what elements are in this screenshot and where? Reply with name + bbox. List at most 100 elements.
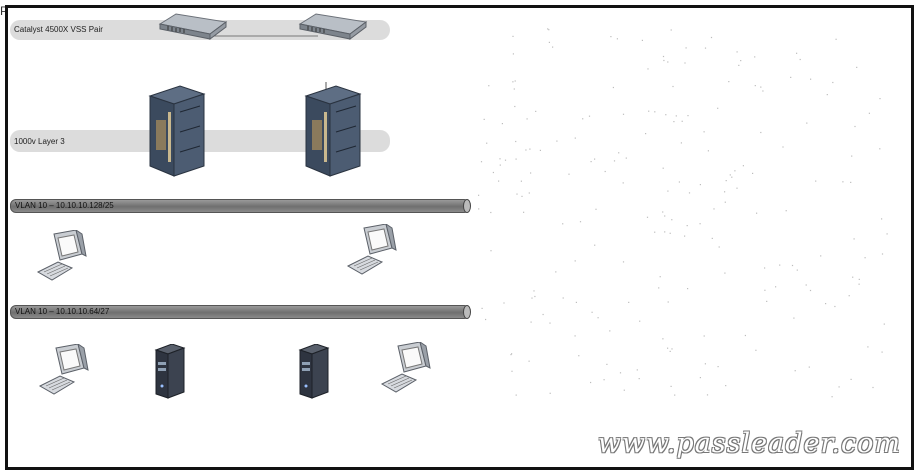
vlan-label: VLAN 10 – 10.10.10.64/27 [15,307,109,316]
noise-dot [610,36,611,37]
noise-dot [482,308,483,309]
noise-dot [859,284,860,285]
noise-dot [531,298,532,299]
noise-dot [836,39,837,40]
noise-dot [832,396,833,397]
workstation-icon [380,342,432,394]
noise-dot [575,260,576,261]
noise-dot [530,172,531,173]
noise-dot [511,371,512,372]
noise-dot [859,279,860,280]
noise-dot [543,314,544,315]
noise-dot [682,121,683,122]
noise-dot [700,223,701,224]
noise-dot [623,114,624,115]
noise-dot [842,181,843,182]
noise-dot [684,62,685,63]
noise-dot [704,131,705,132]
noise-dot [679,181,680,182]
noise-dot [533,290,534,291]
vlan-bar-cap [463,199,471,213]
noise-dot [764,267,765,268]
noise-dot [795,370,796,371]
noise-dot [512,36,513,37]
noise-dot [686,47,687,48]
noise-dot [510,354,511,355]
noise-dot [484,119,485,120]
noise-dot [598,317,599,318]
tower-server-icon [296,344,332,400]
noise-dot [556,141,557,142]
noise-dot [852,277,853,278]
noise-dot [881,218,882,219]
noise-dot [624,390,625,391]
noise-dot [613,87,614,88]
noise-dot [604,379,605,380]
noise-dot [547,28,548,29]
switch-icon [298,12,368,40]
noise-dot [793,318,794,319]
vlan-bar: VLAN 10 – 10.10.10.64/27 [10,305,470,319]
noise-dot [527,118,528,119]
noise-dot [514,88,515,89]
noise-dot [760,132,761,133]
noise-dot [736,188,737,189]
noise-dot [809,367,810,368]
noise-dot [849,295,850,296]
noise-dot [614,160,615,161]
noise-dot [676,115,677,116]
noise-dot [796,53,797,54]
noise-dot [606,364,607,365]
noise-dot [684,236,685,237]
noise-dot [854,126,855,127]
noise-dot [681,142,682,143]
noise-dot [734,170,735,171]
noise-dot [620,372,621,373]
noise-dot [800,59,801,60]
noise-dot [839,386,840,387]
noise-dot [667,348,668,349]
noise-dot [851,379,852,380]
noise-dot [766,301,767,302]
noise-dot [856,67,857,68]
noise-dot [745,335,746,336]
noise-dot [775,286,776,287]
noise-dot [705,48,706,49]
noise-dot [647,68,648,69]
noise-dot [743,165,744,166]
noise-dot [521,181,522,182]
noise-dot [664,215,665,216]
background-noise [478,28,908,408]
noise-dot [764,290,765,291]
noise-dot [594,159,595,160]
noise-dot [700,184,701,185]
noise-dot [662,338,663,339]
layer3-tier-label: 1000v Layer 3 [14,137,65,146]
noise-dot [591,161,592,162]
noise-dot [707,394,708,395]
noise-dot [590,382,591,383]
noise-dot [700,377,701,378]
network-diagram: Catalyst 4500X VSS Pair [5,5,914,470]
noise-dot [887,233,888,234]
noise-dot [486,143,487,144]
noise-dot [792,265,793,266]
noise-dot [500,165,501,166]
server-rack-icon [302,82,364,178]
noise-dot [865,257,866,258]
noise-dot [626,158,627,159]
noise-dot [531,322,532,323]
noise-dot [647,217,648,218]
vlan-bar: VLAN 10 – 10.10.10.128/25 [10,199,470,213]
noise-dot [755,85,756,86]
noise-dot [667,61,668,62]
noise-dot [648,111,649,112]
noise-dot [712,238,713,239]
noise-dot [728,81,729,82]
noise-dot [658,287,659,288]
noise-dot [867,346,868,347]
noise-dot [623,261,624,262]
noise-dot [595,209,596,210]
noise-dot [718,366,719,367]
noise-dot [505,160,506,161]
